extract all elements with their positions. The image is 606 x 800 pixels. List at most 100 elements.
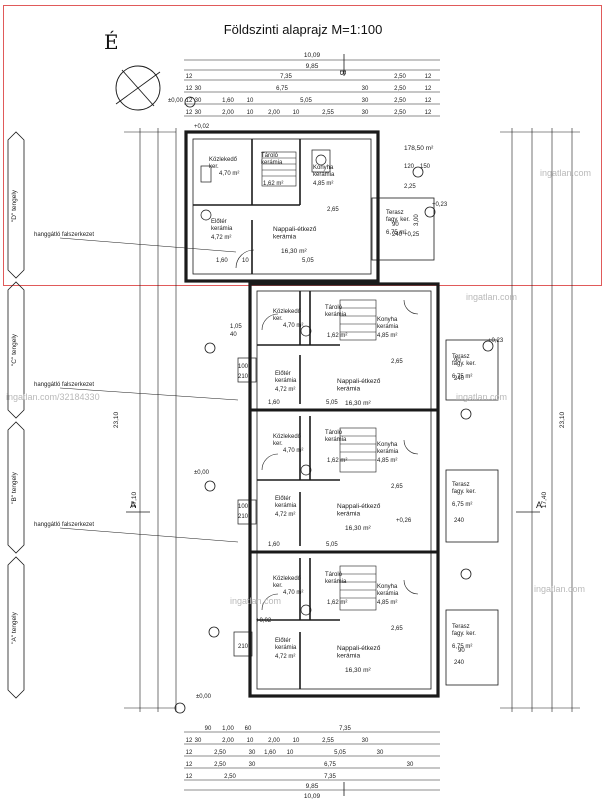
building-outline xyxy=(184,130,499,698)
dim-label: 10 xyxy=(247,98,254,104)
room-label: kerámia xyxy=(337,653,361,660)
dim-label: 240 xyxy=(454,518,465,524)
room-label: kerámia xyxy=(337,511,361,518)
terrace-label: Terasz xyxy=(452,354,470,360)
axis-label: "D" tengely xyxy=(11,189,18,222)
level-label: ±0,00 xyxy=(196,694,212,700)
room-area-label: 16,30 m² xyxy=(281,248,307,255)
room-label: Konyha xyxy=(377,442,398,448)
dim-label: 2,50 xyxy=(394,98,406,104)
dim-label: 30 xyxy=(249,762,256,768)
terrace-label: Terasz xyxy=(386,210,404,216)
wall-note-label: hanggátló falszerkezet xyxy=(34,382,94,388)
room-label: Nappali-étkező xyxy=(337,503,381,510)
level-label: +0,23 xyxy=(432,202,448,208)
section-label: A xyxy=(536,500,542,510)
room-label: Előtér xyxy=(211,219,227,225)
room-area-label: 6,75 m² xyxy=(452,644,472,650)
watermark-text: ingatlan.com xyxy=(466,292,518,302)
room-label: Előtér xyxy=(275,496,291,502)
level-label: +0,02 xyxy=(256,618,272,624)
room-area-label: 4,85 m² xyxy=(377,333,397,339)
room-label: Közlekedő xyxy=(273,309,302,315)
room-label: kerámia xyxy=(377,449,399,455)
wall-note-label: hanggátló falszerkezet xyxy=(34,522,94,528)
dim-label: 7,35 xyxy=(324,774,336,780)
room-label: kerámia xyxy=(377,324,399,330)
dim-label: 30 xyxy=(377,750,384,756)
dim-label: 90 xyxy=(205,726,212,732)
room-area-label: 4,72 m² xyxy=(211,235,231,241)
dim-label: 210 xyxy=(238,374,249,380)
dim-label: 12 xyxy=(425,110,432,116)
dim-label: 12 xyxy=(186,738,193,744)
watermark-text: ingatlan.com xyxy=(456,392,508,402)
room-area-label: 4,70 m² xyxy=(283,448,303,454)
room-label: kerámia xyxy=(325,437,347,443)
watermark-text: ingatlan.com xyxy=(230,596,282,606)
room-label: Közlekedő xyxy=(209,157,238,163)
dim-label: 1,05 xyxy=(230,324,242,330)
room-label: kerámia xyxy=(275,378,297,384)
dim-label: 10 xyxy=(247,738,254,744)
dim-label: 2,50 xyxy=(394,74,406,80)
watermark-text: ingatlan.com xyxy=(540,168,592,178)
room-area-label: 16,30 m² xyxy=(345,667,371,674)
axis-brackets xyxy=(7,131,25,699)
section-label: A xyxy=(130,500,136,510)
dim-label: 12 xyxy=(186,750,193,756)
dim-label: 12 xyxy=(425,74,432,80)
room-label: Tároló xyxy=(325,430,343,436)
dim-label: 9,85 xyxy=(306,63,319,70)
dim-label: 100 xyxy=(238,504,249,510)
dim-label: 30 xyxy=(195,86,202,92)
dim-label: 7,35 xyxy=(339,726,351,732)
room-label: Konyha xyxy=(377,317,398,323)
dim-label: 1,60 xyxy=(268,400,280,406)
room-area-label: 4,72 m² xyxy=(275,654,295,660)
room-area-label: 16,30 m² xyxy=(345,400,371,407)
dim-label: 240 xyxy=(454,660,465,666)
room-label: kerámia xyxy=(325,579,347,585)
dim-label: 90 xyxy=(454,358,461,364)
axis-label: "C" tengely xyxy=(11,333,18,366)
dim-label: 30 xyxy=(362,738,369,744)
dim-label: 12 xyxy=(186,774,193,780)
dim-label: 12 xyxy=(186,86,193,92)
room-area-label: 6,75 m² xyxy=(452,374,472,380)
dim-label: 1,60 xyxy=(264,750,276,756)
dim-label: 30 xyxy=(362,86,369,92)
dim-label: 2,65 xyxy=(391,359,403,365)
dim-label: 2,55 xyxy=(322,110,334,116)
party-walls xyxy=(186,280,438,554)
room-area-label: 1,62 m² xyxy=(327,458,347,464)
dim-label: 10,09 xyxy=(304,52,321,59)
door-swings xyxy=(235,249,419,611)
dimension-rails-horizontal xyxy=(184,59,440,791)
dim-label: 2,50 xyxy=(394,110,406,116)
room-area-label: 4,72 m² xyxy=(275,387,295,393)
room-label: kerámia xyxy=(275,503,297,509)
dim-label: 12 xyxy=(186,98,193,104)
dim-label: 23,10 xyxy=(559,411,566,428)
room-area-label: 6,75 m² xyxy=(452,502,472,508)
terrace-label: Terasz xyxy=(452,624,470,630)
dim-label: 2,25 xyxy=(404,184,416,190)
dim-label: 9,85 xyxy=(306,783,319,790)
dim-label: 10 xyxy=(293,110,300,116)
room-label: kerámia xyxy=(275,645,297,651)
dim-label: 30 xyxy=(195,738,202,744)
dim-label: 12 xyxy=(425,98,432,104)
dim-label: 210 xyxy=(238,644,249,650)
terrace-label: fagy. ker. xyxy=(452,631,476,637)
dim-label: 30 xyxy=(195,98,202,104)
dim-label: 2,00 xyxy=(268,110,280,116)
room-label: Közlekedő xyxy=(273,576,302,582)
dim-label: 5,05 xyxy=(300,98,312,104)
dim-label: 3,00 xyxy=(414,214,420,226)
dim-label: 2,50 xyxy=(224,774,236,780)
dim-label: 60 xyxy=(245,726,252,732)
dim-label: 5,05 xyxy=(326,542,338,548)
room-area-label: 4,85 m² xyxy=(377,600,397,606)
dim-label: 2,55 xyxy=(322,738,334,744)
